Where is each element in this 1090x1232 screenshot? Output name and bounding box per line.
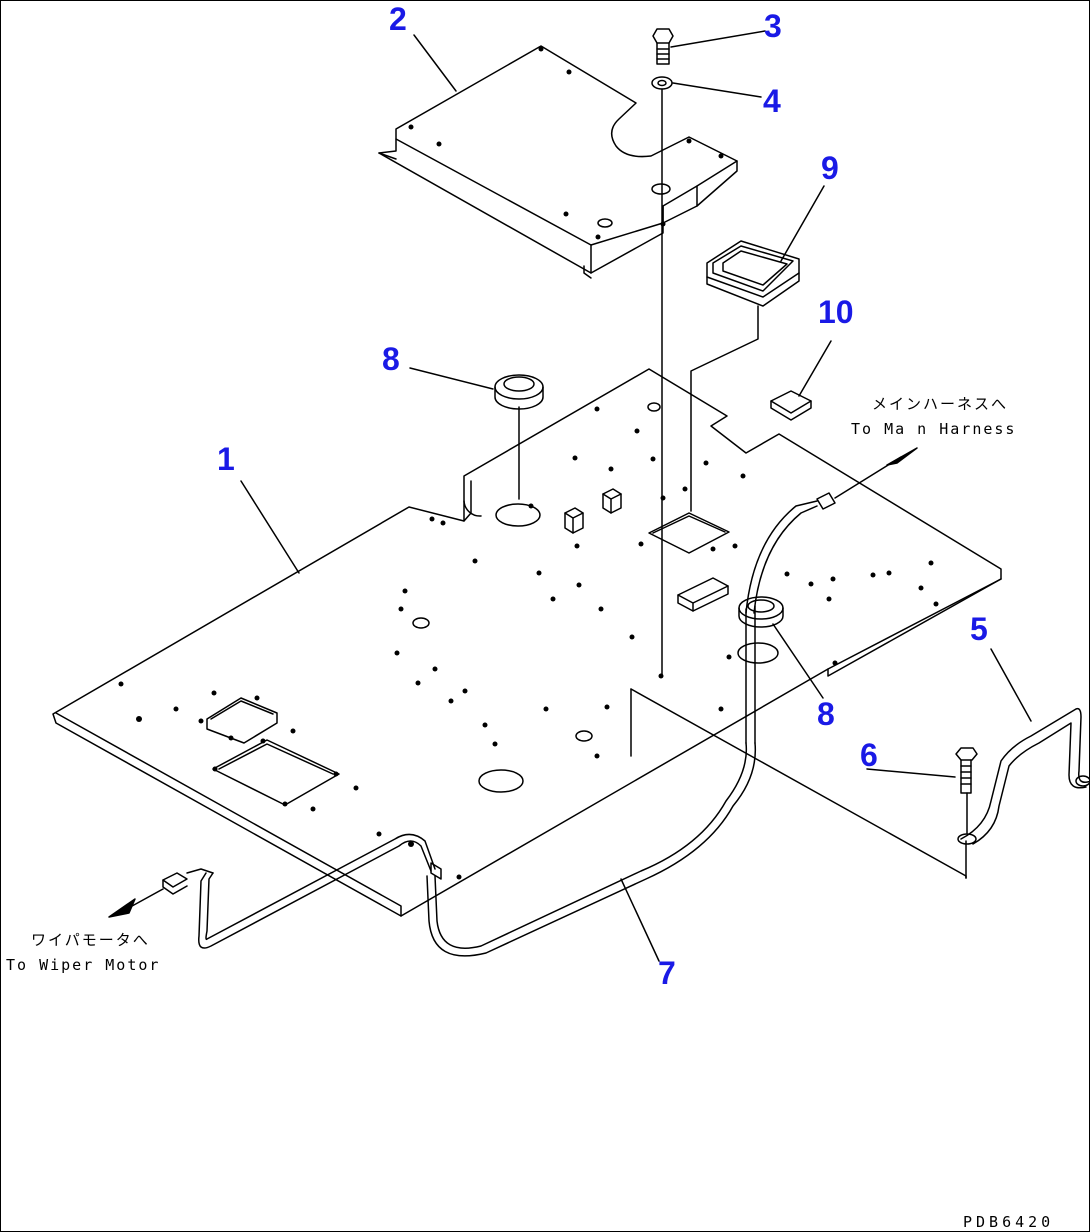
- plate-holes: [118, 406, 939, 880]
- grommet-small: [770, 390, 812, 421]
- callout-3: 3: [764, 8, 782, 44]
- bracket-bolt: [955, 747, 978, 834]
- floor-plate: [52, 368, 1002, 917]
- grommet-8-right: [738, 596, 784, 628]
- callout-1: 1: [217, 441, 235, 477]
- note-wiper-motor-jp: ワイパモータへ: [31, 931, 150, 949]
- washer: [651, 76, 673, 90]
- note-main-harness-en: To Ma n Harness: [851, 420, 1017, 438]
- grommet-8-left: [494, 374, 544, 500]
- callout-5: 5: [970, 611, 988, 647]
- callout-10: 10: [818, 294, 854, 330]
- callout-8-left: 8: [382, 341, 400, 377]
- callout-4: 4: [763, 83, 781, 119]
- bolt: [652, 28, 674, 65]
- grommet-large: [706, 240, 800, 307]
- note-main-harness-jp: メインハーネスへ: [872, 395, 1009, 413]
- wiring-harness: [108, 447, 918, 957]
- cover: [378, 45, 738, 279]
- callout-6: 6: [860, 737, 878, 773]
- callout-8-right: 8: [817, 696, 835, 732]
- callout-7: 7: [658, 955, 676, 991]
- leader-lines: [240, 30, 1032, 962]
- note-wiper-motor-en: To Wiper Motor: [6, 956, 161, 974]
- bracket: [957, 707, 1089, 845]
- callout-2: 2: [389, 1, 407, 37]
- drawing-code: PDB6420: [963, 1213, 1055, 1231]
- callout-9: 9: [821, 150, 839, 186]
